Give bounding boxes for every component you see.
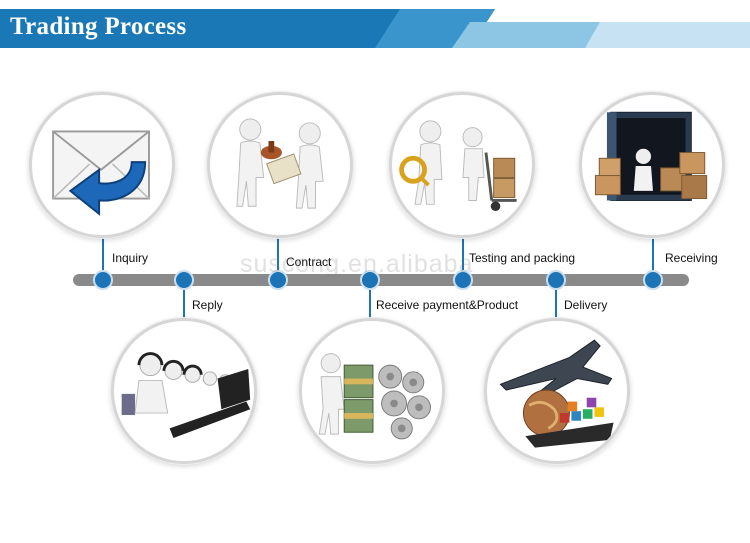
label-inquiry: Inquiry [112,251,149,265]
stem-reply [183,282,185,320]
label-reply: Reply [192,298,223,312]
node-reply [174,270,194,290]
label-testing: Testing and packing [469,251,576,265]
step-image-contract [207,92,353,238]
watermark: suscong.en.alibaba [240,250,474,278]
node-contract [268,270,288,290]
node-delivery [546,270,566,290]
stem-delivery [555,282,557,320]
step-image-delivery [484,318,630,464]
step-image-reply [111,318,257,464]
title-banner: Trading Process [0,0,750,50]
label-delivery: Delivery [564,298,608,312]
money-gears-icon [318,353,431,440]
inspection-cart-icon [399,120,517,212]
step-image-testing [389,92,535,238]
contract-stamp-icon [236,118,324,209]
banner-shape [0,9,750,48]
page-title: Trading Process [10,13,187,40]
node-inquiry [93,270,113,290]
plane-globe-ship-icon [499,339,614,448]
call-center-icon [121,352,251,438]
container-boxes-icon [594,111,708,201]
stem-receiving [652,236,654,276]
envelope-arrow-icon [52,130,150,216]
node-payment [360,270,380,290]
node-testing [453,270,473,290]
step-image-payment [299,318,445,464]
label-payment: Receive payment&Product [376,298,519,312]
timeline-bar [73,274,689,286]
stem-contract [277,236,279,276]
step-image-receiving [579,92,725,238]
node-receiving [643,270,663,290]
stem-payment [369,282,371,320]
label-contract: Contract [286,255,332,269]
label-receiving: Receiving [665,251,718,265]
stem-testing [462,236,464,276]
stem-inquiry [102,236,104,276]
step-image-inquiry [29,92,175,238]
